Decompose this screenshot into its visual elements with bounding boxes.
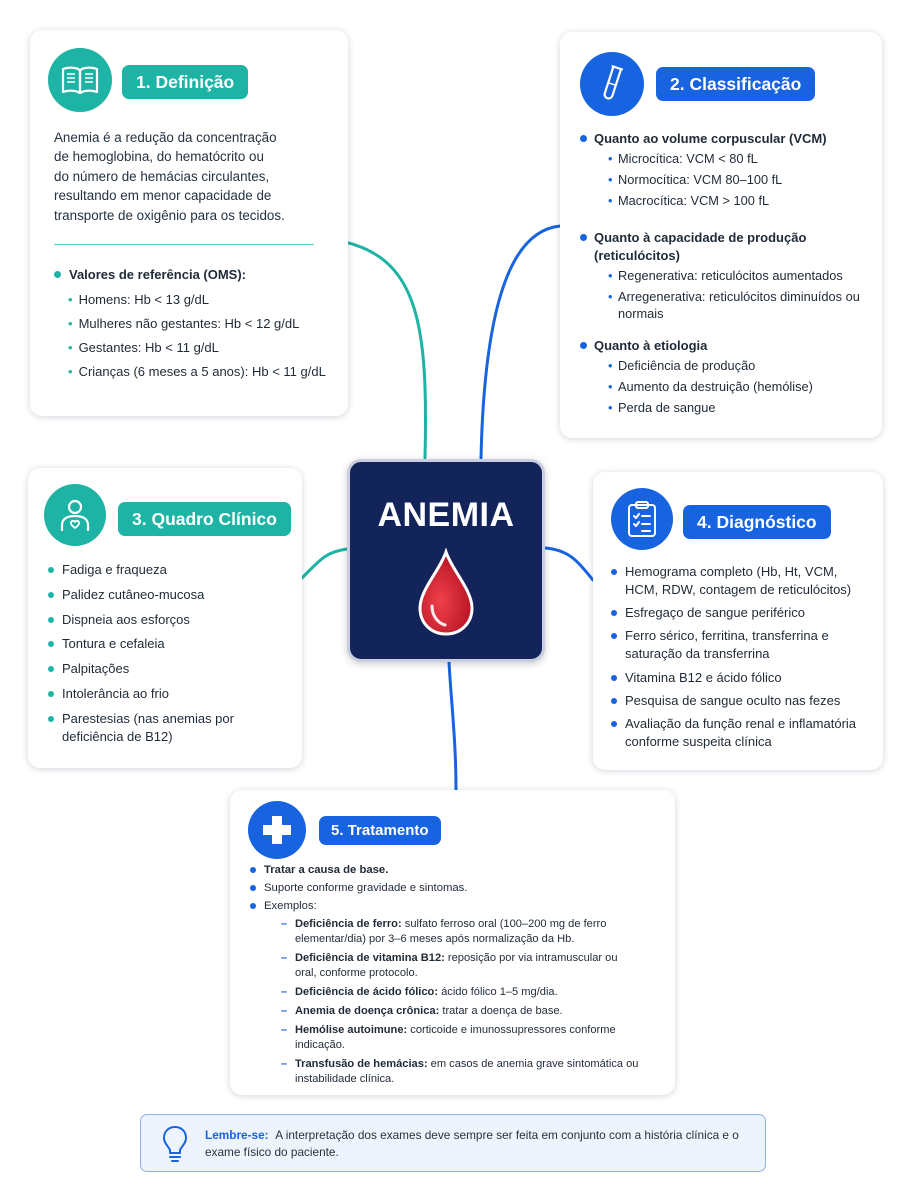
symptom-item: Fadiga e fraqueza [48, 561, 288, 579]
classification-item: Aumento da destruição (hemólise) [608, 378, 870, 395]
diagnosis-title: 4. Diagnóstico [683, 505, 831, 539]
clinical-card: 3. Quadro Clínico Fadiga e fraqueza Pali… [28, 468, 302, 768]
reference-values-list: Homens: Hb < 13 g/dL Mulheres não gestan… [68, 290, 326, 386]
classification-group-items: Microcítica: VCM < 80 fL Normocítica: VC… [608, 150, 870, 209]
symptom-item: Dispneia aos esforços [48, 611, 288, 629]
diagnosis-list: Hemograma completo (Hb, Ht, VCM, HCM, RD… [611, 563, 873, 756]
diagnosis-item: Ferro sérico, ferritina, transferrina e … [611, 627, 873, 663]
classification-item: Microcítica: VCM < 80 fL [608, 150, 870, 167]
connector-diagnosis [543, 546, 595, 582]
definition-line: transporte de oxigênio para os tecidos. [54, 207, 285, 223]
open-book-icon [48, 48, 112, 112]
classification-item: Perda de sangue [608, 399, 870, 416]
blood-drop-icon [418, 548, 474, 636]
classification-item: Deficiência de produção [608, 357, 870, 374]
classification-group-heading: Quanto ao volume corpuscular (VCM) [580, 130, 870, 148]
treatment-item: Tratar a causa de base. [250, 862, 660, 878]
classification-group: Quanto à etiologia Deficiência de produç… [580, 337, 870, 420]
connector-definition [343, 240, 428, 460]
diagnosis-item: Hemograma completo (Hb, Ht, VCM, HCM, RD… [611, 563, 873, 599]
central-node: ANEMIA [347, 459, 545, 662]
connector-clinical [298, 547, 349, 582]
treatment-example: Anemia de doença crônica: tratar a doenç… [281, 1004, 641, 1019]
symptom-item: Palidez cutâneo-mucosa [48, 586, 288, 604]
treatment-examples-list: Deficiência de ferro: sulfato ferroso or… [281, 917, 641, 1087]
clinical-title: 3. Quadro Clínico [118, 502, 291, 536]
medical-cross-icon [248, 801, 306, 859]
classification-group-items: Deficiência de produção Aumento da destr… [608, 357, 870, 416]
definition-title: 1. Definição [122, 65, 249, 99]
definition-line: do número de hemácias circulantes, [54, 168, 270, 184]
reference-item: Crianças (6 meses a 5 anos): Hb < 11 g/d… [68, 362, 326, 386]
symptom-item: Palpitações [48, 660, 288, 678]
treatment-item: Exemplos: Deficiência de ferro: sulfato … [250, 898, 660, 1087]
definition-line: resultando em menor capacidade de [54, 188, 272, 204]
reminder-text: Lembre-se: A interpretação dos exames de… [205, 1127, 757, 1161]
symptom-item: Tontura e cefaleia [48, 635, 288, 653]
reference-item: Mulheres não gestantes: Hb < 12 g/dL [68, 314, 326, 338]
connector-classification [479, 224, 562, 460]
classification-item: Normocítica: VCM 80–100 fL [608, 171, 870, 188]
diagnosis-item: Vitamina B12 e ácido fólico [611, 669, 873, 687]
lightbulb-icon [163, 1126, 187, 1162]
symptom-item: Parestesias (nas anemias por deficiência… [48, 710, 288, 746]
definition-card: 1. Definição Anemia é a redução da conce… [30, 30, 348, 416]
treatment-example: Deficiência de ferro: sulfato ferroso or… [281, 917, 641, 947]
classification-group-items: Regenerativa: reticulócitos aumentados A… [608, 267, 870, 322]
definition-line: Anemia é a redução da concentração [54, 130, 277, 145]
treatment-list: Tratar a causa de base. Suporte conforme… [250, 862, 660, 1091]
definition-text: Anemia é a redução da concentração de he… [54, 128, 324, 225]
symptom-item: Intolerância ao frio [48, 685, 288, 703]
classification-group-heading: Quanto à etiologia [580, 337, 870, 355]
diagnosis-card: 4. Diagnóstico Hemograma completo (Hb, H… [593, 472, 883, 770]
classification-item: Macrocítica: VCM > 100 fL [608, 192, 870, 209]
treatment-example: Hemólise autoimune: corticoide e imunoss… [281, 1023, 641, 1053]
connector-treatment [447, 660, 458, 792]
patient-heart-icon [44, 484, 106, 546]
classification-title: 2. Classificação [656, 67, 816, 101]
central-title: ANEMIA [377, 496, 515, 534]
clinical-symptom-list: Fadiga e fraqueza Palidez cutâneo-mucosa… [48, 561, 288, 753]
definition-line: de hemoglobina, do hematócrito ou [54, 149, 264, 165]
clipboard-checklist-icon [611, 488, 673, 550]
reminder-body: A interpretação dos exames deve sempre s… [205, 1128, 739, 1159]
reference-item: Gestantes: Hb < 11 g/dL [68, 338, 326, 362]
treatment-example: Transfusão de hemácias: em casos de anem… [281, 1057, 641, 1087]
classification-item: Arregenerativa: reticulócitos diminuídos… [608, 288, 870, 322]
classification-group: Quanto ao volume corpuscular (VCM) Micro… [580, 130, 870, 213]
reference-item: Homens: Hb < 13 g/dL [68, 290, 326, 314]
diagnosis-item: Pesquisa de sangue oculto nas fezes [611, 692, 873, 710]
test-tube-icon [580, 52, 644, 116]
treatment-title: 5. Tratamento [319, 816, 441, 845]
classification-item: Regenerativa: reticulócitos aumentados [608, 267, 870, 284]
treatment-item: Suporte conforme gravidade e sintomas. [250, 880, 660, 896]
divider [54, 244, 314, 245]
reminder-label: Lembre-se: [205, 1128, 269, 1142]
classification-card: 2. Classificação Quanto ao volume corpus… [560, 32, 882, 438]
diagnosis-item: Avaliação da função renal e inflamatória… [611, 715, 873, 751]
treatment-example: Deficiência de ácido fólico: ácido fólic… [281, 985, 641, 1000]
classification-group-heading: Quanto à capacidade de produção (reticul… [580, 229, 870, 265]
diagnosis-item: Esfregaço de sangue periférico [611, 604, 873, 622]
treatment-example: Deficiência de vitamina B12: reposição p… [281, 951, 641, 981]
reference-values-heading: Valores de referência (OMS): [54, 267, 246, 282]
treatment-card: 5. Tratamento Tratar a causa de base. Su… [230, 790, 675, 1095]
classification-group: Quanto à capacidade de produção (reticul… [580, 229, 870, 326]
reminder-box: Lembre-se: A interpretação dos exames de… [140, 1114, 766, 1172]
